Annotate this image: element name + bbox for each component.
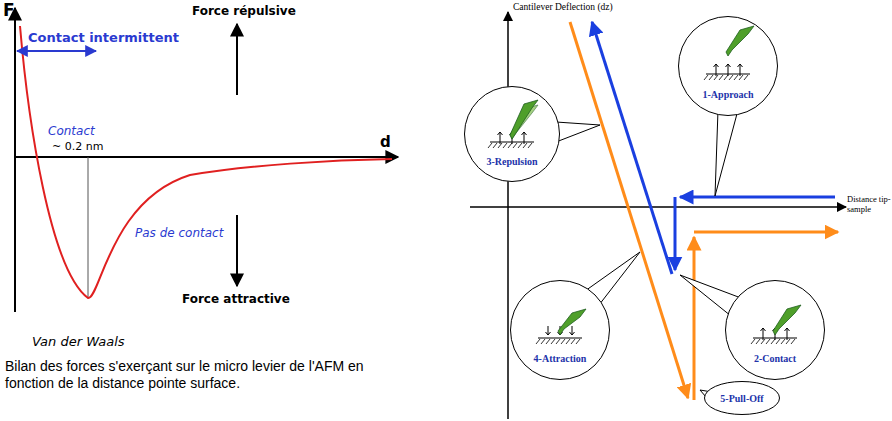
- f-axis: [14, 8, 16, 312]
- minimum-line: [88, 157, 89, 298]
- curve-name: Van der Waals: [32, 334, 125, 350]
- callout-text: 2-Contact: [754, 353, 796, 364]
- axis-label: d: [380, 133, 391, 151]
- deflection-axis: [507, 12, 509, 419]
- force-curve: [20, 26, 392, 298]
- axis-label: Distance tip-sample: [847, 194, 891, 214]
- callout-text: 4-Attraction: [534, 353, 587, 364]
- region-label: Contact: [48, 124, 95, 138]
- up-arrow: [236, 24, 238, 95]
- callout-bubble: 2-Contact: [725, 280, 825, 380]
- cantilever-icon: [488, 100, 538, 148]
- force-label: Force répulsive: [192, 4, 296, 18]
- force-label: Force attractive: [182, 292, 290, 306]
- figure-caption: Bilan des forces s'exerçant sur le micro…: [5, 358, 397, 392]
- distance-axis: [470, 206, 846, 208]
- force-graph: [15, 8, 398, 312]
- axis-label: Cantilever Deflection (dz): [513, 2, 613, 13]
- callout-text: 3-Repulsion: [486, 156, 537, 167]
- callout-bubble: 4-Attraction: [510, 280, 610, 380]
- bubble-outline: [510, 280, 610, 380]
- callout-bubble: 1-Approach: [678, 16, 778, 116]
- distance-value: ~ 0.2 nm: [52, 140, 103, 153]
- region-label: Pas de contact: [135, 226, 223, 240]
- region-label: Contact intermittent: [28, 30, 179, 46]
- callout-oval: 5-Pull-Off: [704, 381, 780, 415]
- bubble-outline: [464, 86, 560, 182]
- callout-text: 1-Approach: [703, 89, 754, 100]
- d-axis: [15, 156, 398, 158]
- cantilever-icon: [704, 26, 754, 80]
- bubble-outline: [678, 16, 778, 116]
- callout-text: 5-Pull-Off: [720, 393, 763, 404]
- axis-label: F: [3, 0, 15, 20]
- cantilever-icon: [536, 309, 586, 344]
- down-arrow: [236, 215, 238, 286]
- callout-bubble: 3-Repulsion: [464, 86, 560, 182]
- range-arrow: [17, 50, 96, 52]
- cantilever-icon: [751, 305, 801, 344]
- bubble-outline: [725, 280, 825, 380]
- force-curve-diagram: [470, 12, 846, 419]
